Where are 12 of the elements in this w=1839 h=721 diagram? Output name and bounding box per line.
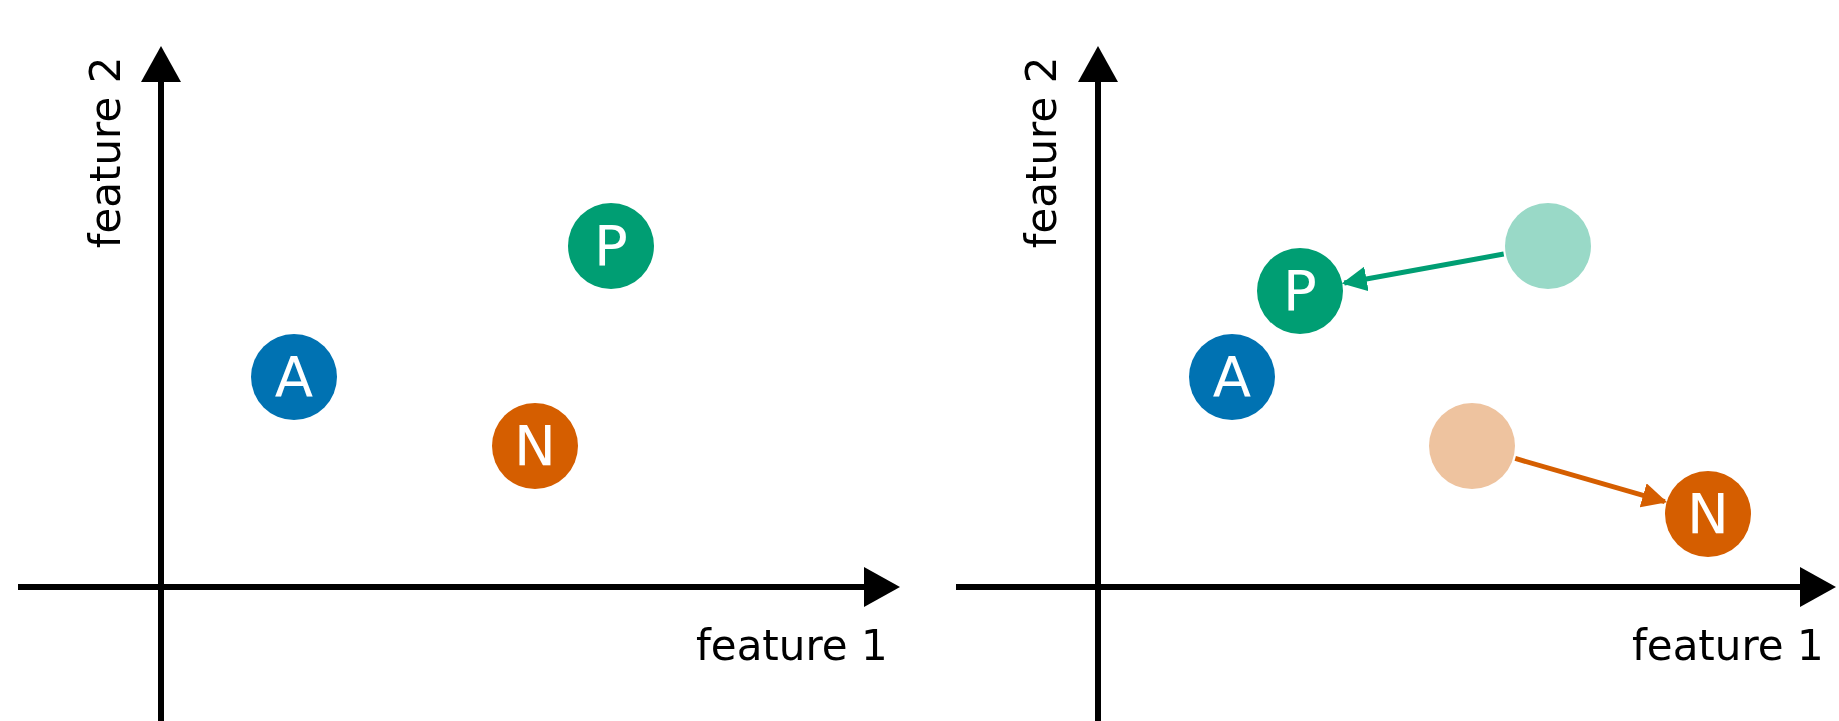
axis-label: feature 1 [696,620,888,670]
point-marker: P [568,203,654,289]
point-marker: N [1665,471,1751,557]
arrow [1514,456,1668,508]
point-marker: P [1257,248,1343,334]
arrow [1341,251,1505,292]
axis-label: feature 1 [1632,620,1824,670]
axis-label: feature 2 [1017,56,1067,248]
point-marker: A [1189,334,1275,420]
point-marker: N [492,403,578,489]
point-marker: A [251,334,337,420]
axis-label: feature 2 [81,56,131,248]
